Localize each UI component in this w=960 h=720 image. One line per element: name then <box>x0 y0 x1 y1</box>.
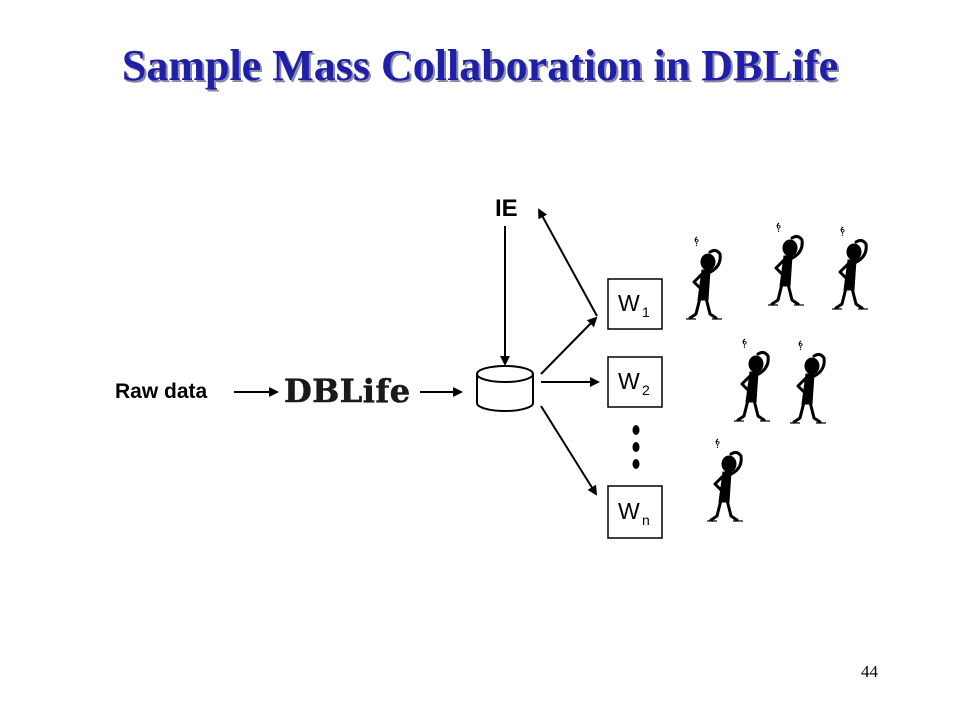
wrapper-subscript-1: 1 <box>642 304 650 320</box>
slide-title: Sample Mass Collaboration in DBLife <box>121 41 839 90</box>
wrapper-letter-n: W <box>618 498 640 524</box>
thinking-person-icon <box>684 235 724 321</box>
raw-data-label: Raw data <box>115 380 208 403</box>
wrapper-box-1: W 1 <box>607 278 663 330</box>
cylinder-icon <box>476 365 534 412</box>
page-number: 44 <box>861 662 878 681</box>
thinking-person-icon <box>830 225 870 311</box>
vertical-ellipsis-icon <box>632 425 640 469</box>
wrapper-letter-2: W <box>618 368 640 394</box>
w1-to-ie-arrow <box>538 208 598 317</box>
wrapper-box-n: W n <box>607 485 663 539</box>
thinking-person-icon <box>705 437 745 523</box>
thinking-person-icon <box>788 339 828 425</box>
db-to-w1-arrow <box>540 316 598 375</box>
dblife-label: DBLife <box>284 372 411 410</box>
wrapper-subscript-n: n <box>642 512 650 528</box>
ie-label: IE <box>495 195 518 222</box>
wrapper-subscript-2: 2 <box>642 382 650 398</box>
thinking-person-icon <box>766 221 806 307</box>
wrapper-letter-1: W <box>618 290 640 316</box>
thinking-person-icon <box>732 337 772 423</box>
wrapper-box-2: W 2 <box>607 356 663 408</box>
db-to-wn-arrow <box>540 405 598 496</box>
